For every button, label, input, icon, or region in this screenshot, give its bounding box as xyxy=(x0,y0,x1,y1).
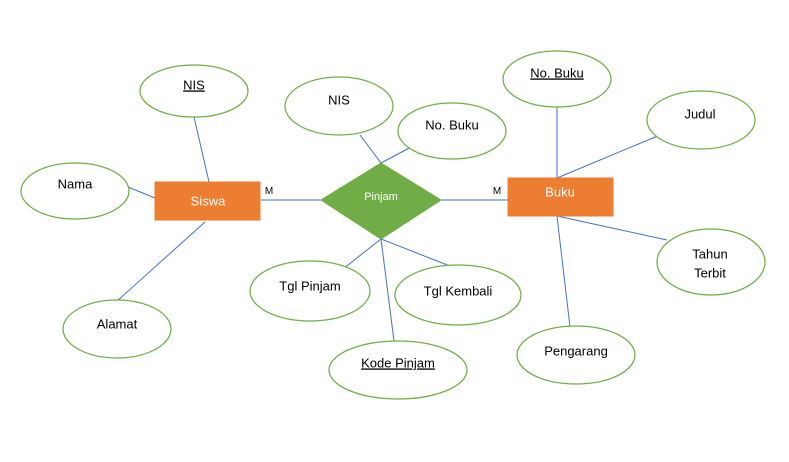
attr-siswa-nama[interactable]: Nama xyxy=(20,162,130,220)
attr-pinjam-tglkembali-label: Tgl Kembali xyxy=(424,283,493,298)
attr-pinjam-tglkembali[interactable]: Tgl Kembali xyxy=(394,264,522,326)
entity-siswa-label: Siswa xyxy=(191,193,226,208)
attr-buku-pengarang-ellipse xyxy=(516,325,636,385)
attr-pinjam-tglkembali-ellipse xyxy=(394,264,522,326)
attr-pinjam-nobuku[interactable]: No. Buku xyxy=(397,102,507,160)
attr-siswa-nama-label: Nama xyxy=(58,176,93,191)
attr-buku-tahun-ellipse xyxy=(656,228,766,296)
connector-pinjam-nis xyxy=(359,134,382,164)
relationship-pinjam-diamond xyxy=(320,162,442,240)
attr-siswa-alamat-label: Alamat xyxy=(97,316,138,331)
attr-siswa-nis[interactable]: NIS xyxy=(139,64,249,118)
attr-siswa-alamat[interactable]: Alamat xyxy=(62,299,172,359)
attr-buku-nobuku-label: No. Buku xyxy=(530,65,583,80)
attr-siswa-nis-ellipse xyxy=(139,64,249,118)
attr-pinjam-kode-label: Kode Pinjam xyxy=(361,355,435,370)
entity-buku-label: Buku xyxy=(545,184,575,199)
connector-pinjam-tglkembali xyxy=(380,238,456,269)
relationship-pinjam[interactable]: Pinjam xyxy=(320,162,442,240)
connector-siswa-nama xyxy=(127,186,156,199)
attr-buku-tahun-label-2: Terbit xyxy=(694,265,726,280)
attr-buku-pengarang-label: Pengarang xyxy=(544,343,608,358)
attr-buku-judul-ellipse xyxy=(646,90,756,150)
connector-buku-tahun xyxy=(556,215,668,241)
attr-pinjam-nobuku-ellipse xyxy=(397,102,507,160)
attr-buku-judul-label: Judul xyxy=(684,106,715,121)
attr-pinjam-tglpinjam-ellipse xyxy=(249,260,371,322)
connector-pinjam-nobuku xyxy=(380,145,414,164)
attr-buku-tahun[interactable]: Tahun Terbit xyxy=(656,228,766,296)
entity-siswa-box xyxy=(154,181,261,221)
attr-pinjam-kode-ellipse xyxy=(328,340,468,400)
attr-pinjam-tglpinjam-label: Tgl Pinjam xyxy=(279,278,340,293)
connector-buku-judul xyxy=(556,134,661,179)
attr-pinjam-nis-label: NIS xyxy=(328,92,350,107)
relationship-pinjam-label: Pinjam xyxy=(364,191,398,203)
connector-pinjam-tglpinjam xyxy=(342,238,382,270)
entity-buku-box xyxy=(507,177,614,217)
attr-pinjam-tglpinjam[interactable]: Tgl Pinjam xyxy=(249,260,371,322)
attr-siswa-alamat-ellipse xyxy=(62,299,172,359)
attr-buku-judul[interactable]: Judul xyxy=(646,90,756,150)
attr-pinjam-nis[interactable]: NIS xyxy=(284,76,394,136)
connector-pinjam-kode xyxy=(380,238,395,342)
connectors xyxy=(115,106,668,342)
attr-siswa-nama-ellipse xyxy=(20,162,130,220)
entity-buku[interactable]: Buku xyxy=(507,177,614,217)
connector-buku-pengarang xyxy=(556,215,571,328)
connector-siswa-alamat xyxy=(115,221,206,303)
attr-buku-pengarang[interactable]: Pengarang xyxy=(516,325,636,385)
attr-buku-nobuku[interactable]: No. Buku xyxy=(502,50,612,108)
attr-pinjam-kode[interactable]: Kode Pinjam xyxy=(328,340,468,400)
attr-pinjam-nobuku-label: No. Buku xyxy=(425,117,478,132)
cardinality-siswa: M xyxy=(265,186,273,197)
entity-siswa[interactable]: Siswa xyxy=(154,181,261,221)
cardinality-buku: M xyxy=(493,186,501,197)
attr-buku-tahun-label-1: Tahun xyxy=(692,246,727,261)
connector-siswa-nis xyxy=(193,116,210,183)
attr-siswa-nis-label: NIS xyxy=(183,77,205,92)
attr-pinjam-nis-ellipse xyxy=(284,76,394,136)
attr-buku-nobuku-ellipse xyxy=(502,50,612,108)
